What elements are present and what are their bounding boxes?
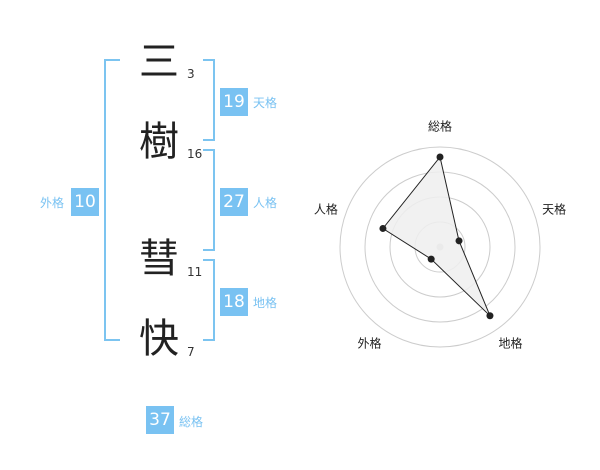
radar-grid-ring <box>339 146 541 348</box>
stroke-count-4: 7 <box>187 345 195 359</box>
radar-point <box>436 153 444 161</box>
jinkaku-score: 27 <box>220 188 248 216</box>
chikaku-label: 地格 <box>253 296 278 310</box>
name-char-2: 樹 <box>139 119 179 165</box>
gaikaku-score: 10 <box>71 188 99 216</box>
tenkaku-bracket <box>203 59 215 141</box>
radar-axis-label: 地格 <box>498 336 522 351</box>
chikaku-bracket <box>203 259 215 341</box>
radar-axis-label: 天格 <box>542 201 566 216</box>
name-char-1: 三 <box>139 39 179 85</box>
radar-axis-label: 人格 <box>314 201 338 216</box>
radar-axis-label: 総格 <box>428 119 452 134</box>
stroke-count-3: 11 <box>187 265 203 279</box>
stroke-count-2: 16 <box>187 147 203 161</box>
tenkaku-score: 19 <box>220 88 248 116</box>
radar-point <box>427 255 435 263</box>
chikaku-score: 18 <box>220 288 248 316</box>
tenkaku-label: 天格 <box>253 96 278 110</box>
radar-axis-label: 外格 <box>357 336 381 351</box>
stroke-count-1: 3 <box>187 67 195 81</box>
soukaku-label: 総格 <box>179 415 204 429</box>
radar-point <box>455 237 463 245</box>
soukaku-score: 37 <box>146 406 174 434</box>
radar-area <box>382 155 491 317</box>
name-char-3: 彗 <box>139 236 179 282</box>
jinkaku-label: 人格 <box>253 196 278 210</box>
jinkaku-bracket <box>203 149 215 251</box>
outer-bracket <box>104 59 120 341</box>
name-char-4: 快 <box>139 316 179 362</box>
gaikaku-label: 外格 <box>40 196 65 210</box>
radar-point <box>486 312 494 320</box>
radar-point <box>379 224 387 232</box>
